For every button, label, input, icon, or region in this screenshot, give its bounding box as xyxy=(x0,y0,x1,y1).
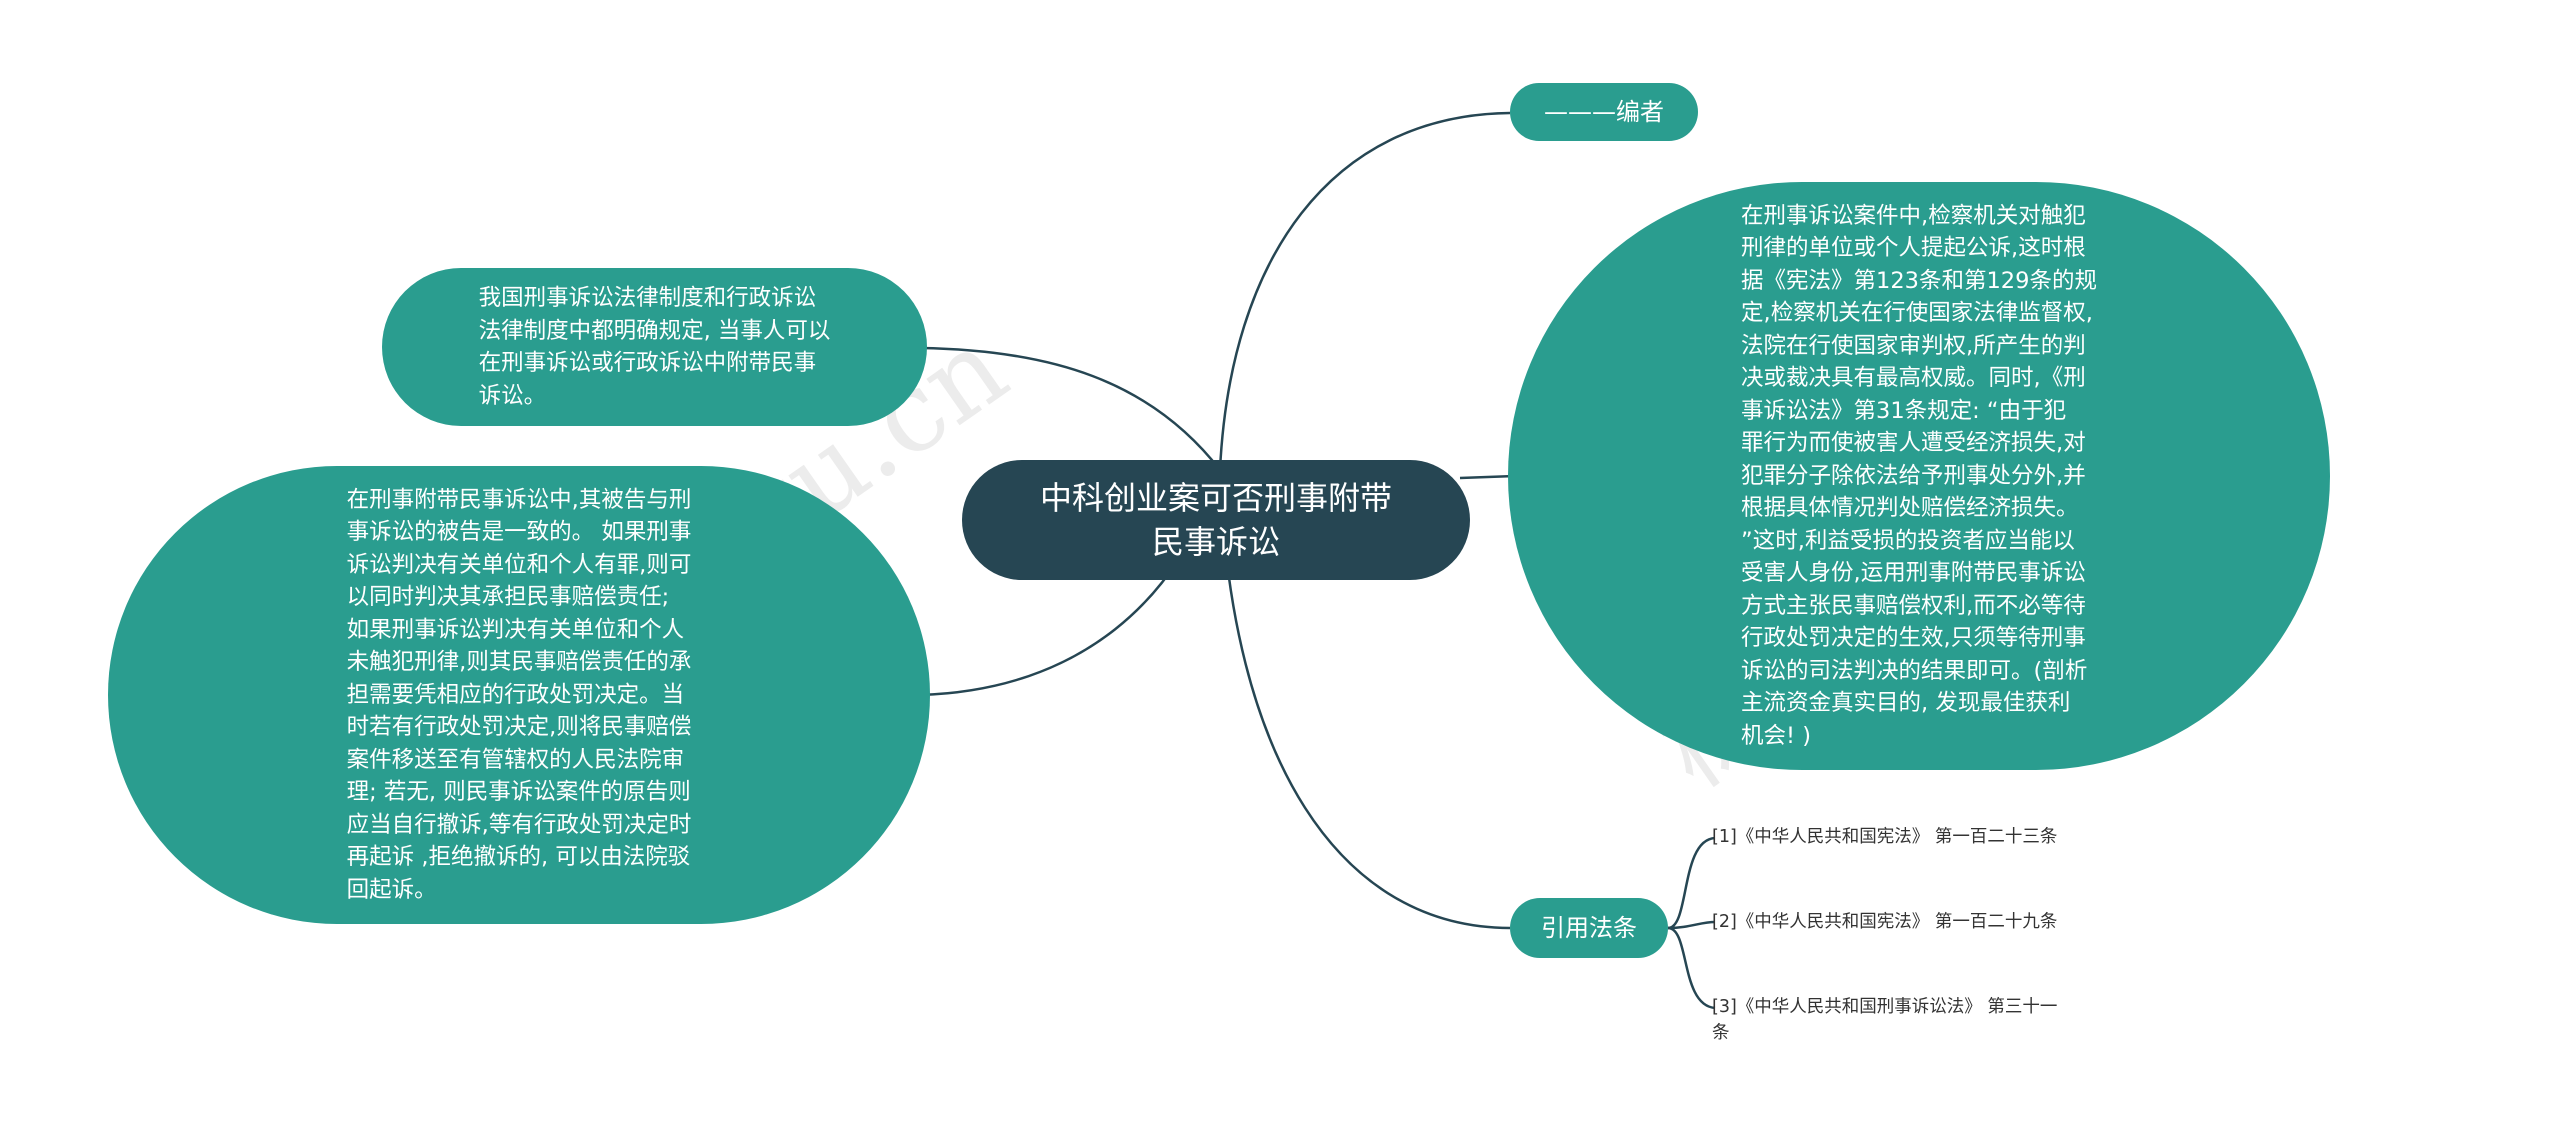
citations-label: 引用法条 xyxy=(1541,914,1637,942)
citations-node[interactable]: 引用法条 xyxy=(1510,898,1668,958)
link-root-citations xyxy=(1218,469,1511,930)
top-left-node[interactable]: 我国刑事诉讼法律制度和行政诉讼 法律制度中都明确规定, 当事人可以 在刑事诉讼或… xyxy=(382,268,927,426)
right-node[interactable]: 在刑事诉讼案件中,检察机关对触犯 刑律的单位或个人提起公诉,这时根 据《宪法》第… xyxy=(1508,182,2330,770)
link-root-top-left xyxy=(919,346,1221,471)
citation-item-3[interactable]: [3]《中华人民共和国刑事诉讼法》 第三十一 条 xyxy=(1712,997,2058,1043)
link-citations-3 xyxy=(1667,926,1716,1010)
citation-item-2[interactable]: [2]《中华人民共和国宪法》 第一百二十九条 xyxy=(1712,912,2058,932)
bottom-left-text: 在刑事附带民事诉讼中,其被告与刑 事诉讼的被告是一致的。 如果刑事 诉讼判决有关… xyxy=(346,486,692,903)
citation-item-1[interactable]: [1]《中华人民共和国宪法》 第一百二十三条 xyxy=(1712,827,2058,847)
author-node[interactable]: ———编者 xyxy=(1510,83,1698,141)
right-text: 在刑事诉讼案件中,检察机关对触犯 刑律的单位或个人提起公诉,这时根 据《宪法》第… xyxy=(1741,202,2097,749)
author-label: ———编者 xyxy=(1544,98,1664,126)
root-node[interactable]: 中科创业案可否刑事附带 民事诉讼 xyxy=(962,460,1470,580)
root-label: 中科创业案可否刑事附带 民事诉讼 xyxy=(1039,479,1392,561)
bottom-left-node[interactable]: 在刑事附带民事诉讼中,其被告与刑 事诉讼的被告是一致的。 如果刑事 诉讼判决有关… xyxy=(108,466,930,924)
link-root-author xyxy=(1218,111,1511,471)
link-root-right xyxy=(1459,474,1516,480)
link-citations-2 xyxy=(1667,920,1716,930)
link-citations-1 xyxy=(1667,836,1716,930)
top-left-text: 我国刑事诉讼法律制度和行政诉讼 法律制度中都明确规定, 当事人可以 在刑事诉讼或… xyxy=(478,285,831,409)
